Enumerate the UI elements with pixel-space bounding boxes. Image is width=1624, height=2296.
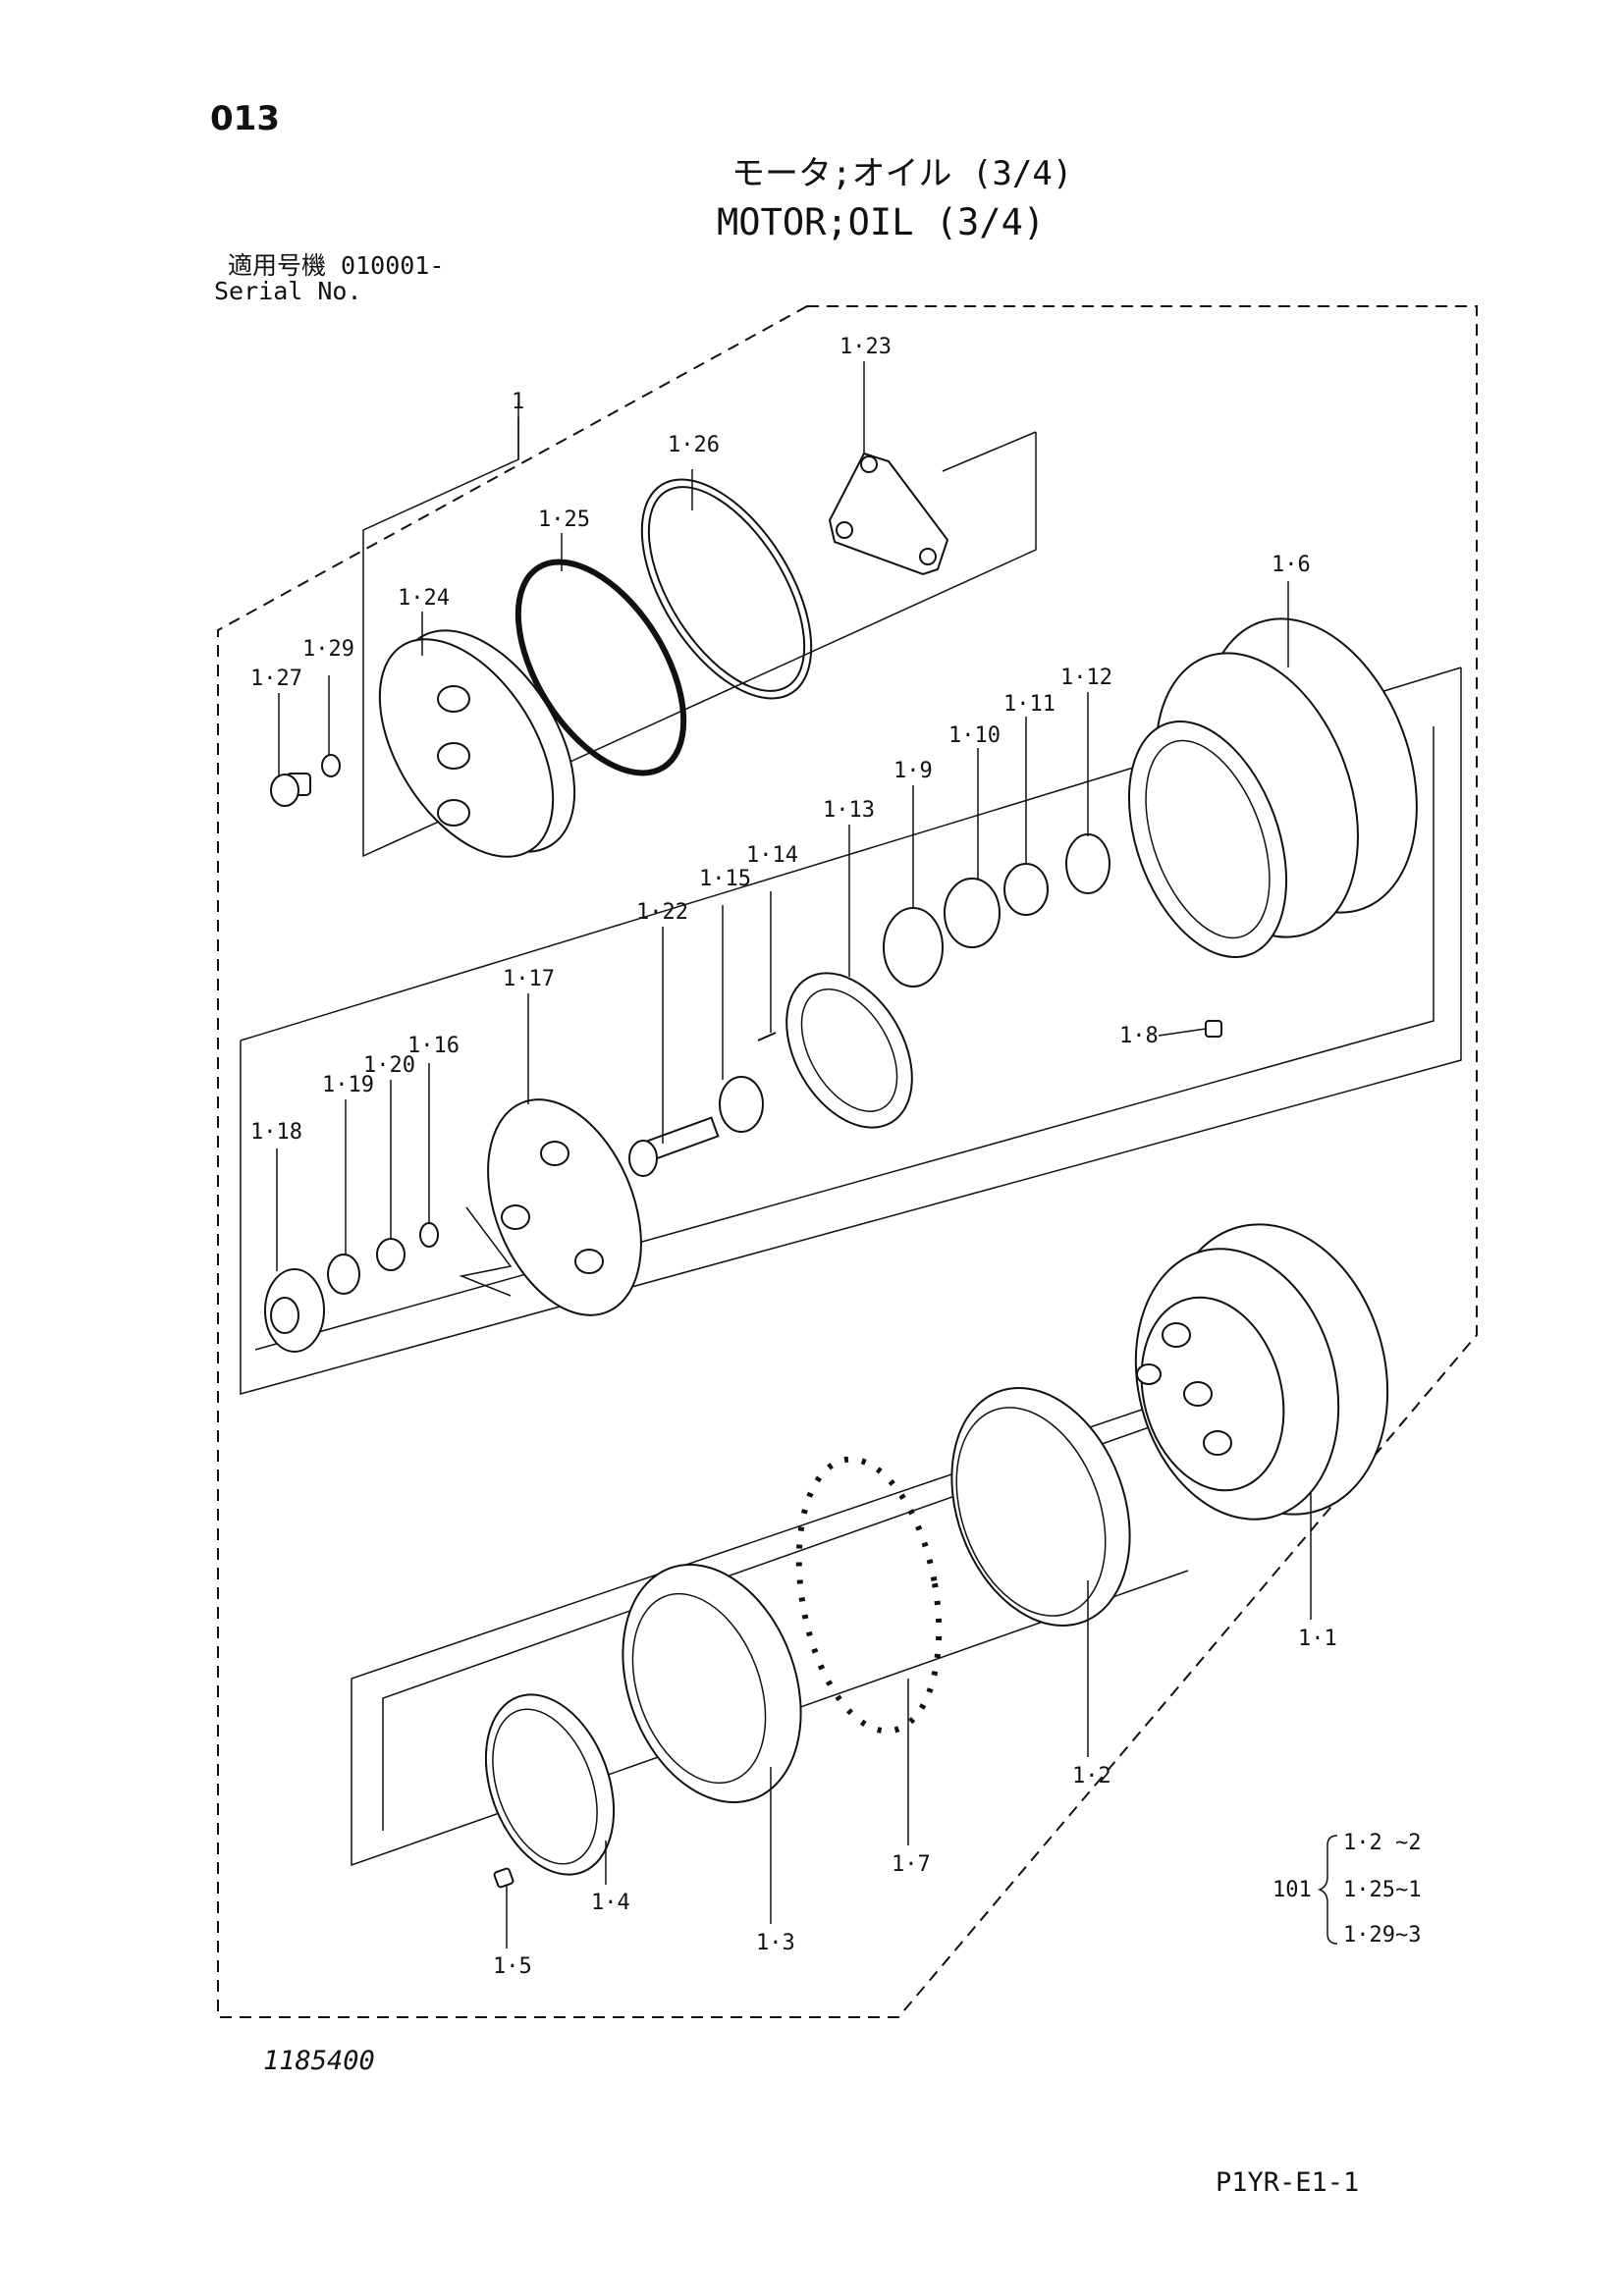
callout-1-23: 1·23 <box>839 335 892 359</box>
shaft-part-1-22[interactable] <box>628 1116 720 1177</box>
callout-1-18: 1·18 <box>250 1120 302 1145</box>
thrust-plate-part-1-13[interactable] <box>761 951 938 1149</box>
kit-number: 101 <box>1272 1878 1312 1902</box>
motor-body-part-1-1[interactable] <box>1107 1200 1419 1542</box>
kit-brace <box>1317 1835 1338 1945</box>
plate-part-1-23[interactable] <box>828 452 949 576</box>
callout-1-26: 1·26 <box>668 433 720 457</box>
seal-ring-part-1-2[interactable] <box>920 1362 1161 1650</box>
callout-1-12: 1·12 <box>1060 666 1112 690</box>
callout-1-5: 1·5 <box>493 1954 532 1979</box>
serial-number-label: Serial No. <box>214 277 362 305</box>
callout-1-7: 1·7 <box>892 1852 931 1877</box>
planet-gear-part-1-18[interactable] <box>264 1268 325 1353</box>
o-ring-part-1-29[interactable] <box>321 754 341 777</box>
screw-part-1-14[interactable] <box>757 1032 777 1041</box>
assembly-boundary <box>217 305 1478 2018</box>
callout-1-27: 1·27 <box>250 667 302 691</box>
callout-1-13: 1·13 <box>823 798 875 823</box>
washer-part-1-16[interactable] <box>419 1222 439 1248</box>
set-screw-part-1-5[interactable] <box>493 1867 514 1889</box>
bushing-part-1-20[interactable] <box>376 1238 406 1271</box>
leader-lines <box>276 361 1338 1949</box>
snap-ring-part-1-26[interactable] <box>608 452 846 727</box>
callout-1-4: 1·4 <box>591 1891 630 1915</box>
callout-1-16: 1·16 <box>407 1034 460 1058</box>
o-ring-part-1-25[interactable] <box>484 534 717 801</box>
group-middle-bracket <box>240 667 1462 1395</box>
callout-1-22: 1·22 <box>636 900 688 925</box>
callout-1-15: 1·15 <box>699 867 751 891</box>
washer-part-1-12[interactable] <box>1065 833 1110 894</box>
bearing-part-1-19[interactable] <box>327 1254 360 1295</box>
serial-range-label: 適用号機 010001- <box>228 251 445 280</box>
callout-1-11: 1·11 <box>1003 692 1056 717</box>
callout-1: 1 <box>512 390 524 414</box>
page-number: 013 <box>210 99 280 138</box>
callout-1-3: 1·3 <box>756 1931 795 1955</box>
cover-part-1-24[interactable] <box>344 600 611 887</box>
bearing-part-1-3[interactable] <box>591 1539 832 1827</box>
callout-1-10: 1·10 <box>948 723 1001 748</box>
kit-item: 1·25~1 <box>1343 1878 1421 1902</box>
drawing-number: 1185400 <box>263 2046 375 2076</box>
bushing-part-1-11[interactable] <box>1003 863 1049 916</box>
callout-1-14: 1·14 <box>746 843 798 868</box>
carrier-part-1-17[interactable] <box>459 1077 671 1338</box>
callout-1-25: 1·25 <box>538 507 590 532</box>
gear-part-1-15[interactable] <box>719 1076 764 1133</box>
title-english: MOTOR;OIL (3/4) <box>717 201 1046 243</box>
callout-1-19: 1·19 <box>322 1073 374 1097</box>
housing-part-1-6[interactable] <box>1100 589 1455 979</box>
bearing-part-1-10[interactable] <box>944 878 1001 948</box>
callout-1-17: 1·17 <box>503 967 555 991</box>
callout-1-2: 1·2 <box>1072 1764 1111 1789</box>
callout-1-9: 1·9 <box>893 759 933 783</box>
plug-part-1-8[interactable] <box>1205 1020 1222 1038</box>
page-code: P1YR-E1-1 <box>1216 2167 1360 2198</box>
title-japanese: モータ;オイル (3/4) <box>731 154 1073 193</box>
callout-1-24: 1·24 <box>398 586 450 611</box>
nut-part-1-4[interactable] <box>462 1677 637 1893</box>
balls-part-1-7[interactable] <box>780 1448 959 1741</box>
callout-1-29: 1·29 <box>302 637 354 662</box>
plug-part-1-27[interactable] <box>270 773 311 807</box>
kit-item: 1·29~3 <box>1343 1923 1421 1948</box>
gear-part-1-9[interactable] <box>883 907 944 988</box>
callout-1-20: 1·20 <box>363 1053 415 1078</box>
callout-1-8: 1·8 <box>1119 1024 1159 1048</box>
callout-1-6: 1·6 <box>1272 553 1311 577</box>
callout-labels: 1 1·23 1·26 1·25 1·24 1·29 1·27 1·6 1·12… <box>250 335 1421 1979</box>
callout-1-1: 1·1 <box>1298 1627 1337 1651</box>
kit-item: 1·2 ~2 <box>1343 1831 1421 1855</box>
